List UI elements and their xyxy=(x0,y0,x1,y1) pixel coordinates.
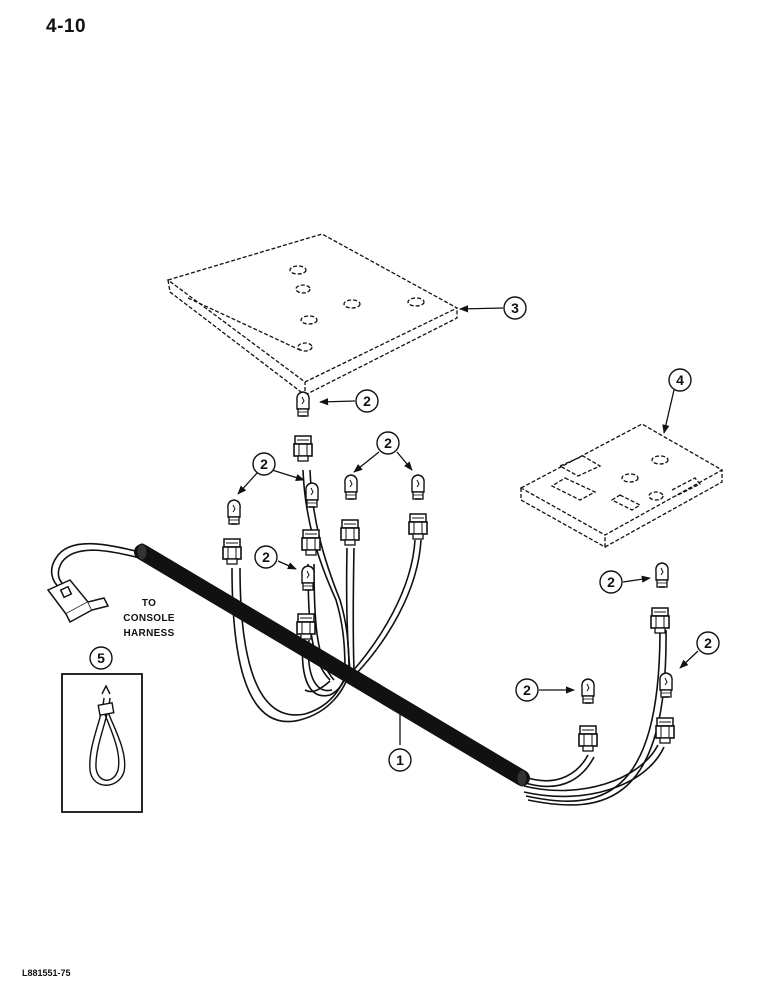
callout-2: 2 xyxy=(696,631,720,655)
console-connector xyxy=(46,579,110,624)
bulb xyxy=(227,499,241,525)
page-number: 4-10 xyxy=(46,16,87,37)
callout-5-text: 5 xyxy=(97,650,105,666)
bulb xyxy=(301,565,315,591)
panel-4 xyxy=(519,423,724,549)
callout-2: 2 xyxy=(515,678,539,702)
callout-2: 2 xyxy=(252,452,276,476)
callout-2: 2 xyxy=(355,389,379,413)
console-lead xyxy=(50,542,141,589)
callout-2-text: 2 xyxy=(260,456,268,472)
bulb xyxy=(659,672,673,698)
cable-strap xyxy=(89,684,126,786)
socket xyxy=(408,513,428,540)
socket xyxy=(655,717,675,744)
callout-3-text: 3 xyxy=(511,300,519,316)
socket xyxy=(293,435,313,462)
bulb xyxy=(296,391,310,417)
callout-2: 2 xyxy=(376,431,400,455)
callout-2-text: 2 xyxy=(384,435,392,451)
console-label-line-1: TO xyxy=(141,598,157,609)
leader-lines xyxy=(237,305,699,745)
strap-inset xyxy=(61,673,143,813)
callout-2: 2 xyxy=(599,570,623,594)
callout-2-text: 2 xyxy=(363,393,371,409)
console-harness-label: TO CONSOLE HARNESS xyxy=(118,596,180,641)
bulb xyxy=(411,474,425,500)
callout-5: 5 xyxy=(89,646,113,670)
console-label-line-3: HARNESS xyxy=(123,628,175,639)
callout-2-text: 2 xyxy=(607,574,615,590)
bulb xyxy=(344,474,358,500)
callout-2-text: 2 xyxy=(523,682,531,698)
socket xyxy=(650,607,670,634)
panel-3 xyxy=(166,233,459,397)
bulb xyxy=(655,562,669,588)
socket xyxy=(296,613,316,640)
socket xyxy=(222,538,242,565)
callout-3: 3 xyxy=(503,296,527,320)
bulb xyxy=(305,482,319,508)
callout-4: 4 xyxy=(668,368,692,392)
bulb xyxy=(581,678,595,704)
callout-1-text: 1 xyxy=(396,752,404,768)
callout-2-text: 2 xyxy=(262,549,270,565)
callouts: 3 4 2 2 2 2 2 2 xyxy=(89,296,720,772)
callout-2-text: 2 xyxy=(704,635,712,651)
callout-4-text: 4 xyxy=(676,372,684,388)
main-harness xyxy=(134,543,530,787)
sockets xyxy=(222,435,675,752)
socket xyxy=(578,725,598,752)
console-label-line-2: CONSOLE xyxy=(123,613,175,624)
figure-code: L881551-75 xyxy=(22,968,71,978)
socket xyxy=(340,519,360,546)
callout-1: 1 xyxy=(388,748,412,772)
callout-2: 2 xyxy=(254,545,278,569)
